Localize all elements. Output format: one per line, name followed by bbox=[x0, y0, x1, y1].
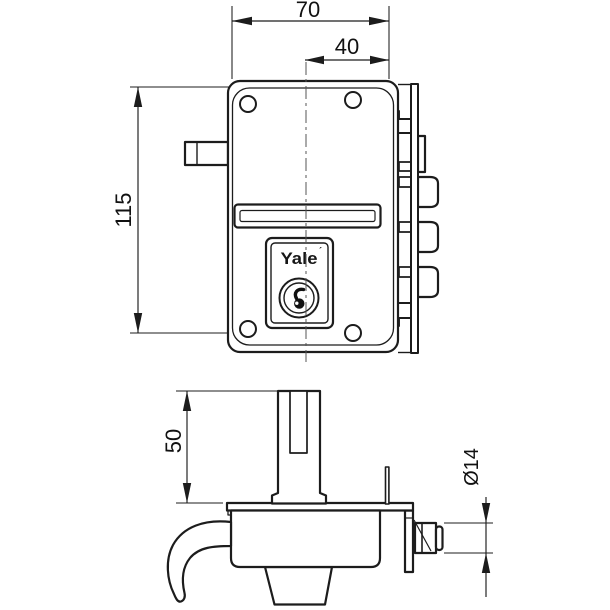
dimension-115: 115 bbox=[111, 86, 229, 334]
deadbolt-3 bbox=[416, 265, 440, 299]
dim-label-50: 50 bbox=[161, 429, 186, 453]
lever-handle bbox=[166, 520, 233, 603]
cylinder-ring-outer bbox=[278, 277, 320, 319]
arrow-down bbox=[481, 503, 491, 523]
brand-mark: ´ bbox=[319, 246, 322, 256]
strike-bracket bbox=[403, 509, 415, 574]
dim-label-40: 40 bbox=[335, 34, 359, 59]
dimension-dia14: Ø14 bbox=[444, 448, 493, 597]
arrow-right bbox=[369, 16, 389, 26]
arrow-top bbox=[182, 391, 192, 411]
screw-hole bbox=[344, 91, 362, 109]
bridge-tab bbox=[398, 176, 412, 188]
dimension-70: 70 bbox=[231, 0, 390, 79]
handle-slot bbox=[233, 203, 382, 229]
side-strip bbox=[410, 83, 419, 354]
case-inner-outline bbox=[231, 87, 395, 346]
screw-hole bbox=[239, 95, 257, 113]
arrow-bottom bbox=[133, 313, 143, 333]
bridge-tab bbox=[398, 266, 412, 278]
cylinder-plate-inner bbox=[270, 242, 329, 324]
screw-hole bbox=[344, 324, 362, 342]
dimension-50: 50 bbox=[161, 390, 277, 504]
deadbolt-2 bbox=[416, 220, 440, 254]
thumbturn bbox=[263, 565, 334, 606]
dim-label-115: 115 bbox=[111, 192, 136, 227]
bridge-tab bbox=[398, 161, 412, 172]
arrow-bottom bbox=[182, 483, 192, 503]
section-diagonal bbox=[413, 519, 432, 552]
front-view: Yale ´ bbox=[183, 62, 440, 362]
latch-bolt-left bbox=[183, 140, 230, 167]
screw-hole bbox=[239, 320, 257, 338]
arrow-left bbox=[305, 55, 324, 65]
arrow-right bbox=[370, 55, 389, 65]
cylinder-ring-inner bbox=[283, 282, 315, 314]
arrow-left bbox=[232, 16, 252, 26]
fixing-rod bbox=[384, 466, 390, 505]
bridge-tab bbox=[398, 221, 412, 233]
handle-slot-inner bbox=[239, 209, 376, 223]
latch-head bbox=[416, 134, 427, 174]
keyhole-icon bbox=[293, 287, 306, 309]
plan-view bbox=[166, 389, 444, 606]
dim-label-70: 70 bbox=[296, 0, 320, 22]
dim-label-dia14: Ø14 bbox=[461, 448, 483, 486]
case-body-plan bbox=[229, 509, 382, 569]
arrow-top bbox=[133, 87, 143, 107]
brand-label: Yale bbox=[281, 250, 318, 268]
arrow-up bbox=[481, 553, 491, 573]
bolt-nose bbox=[434, 525, 444, 552]
deadbolt-1 bbox=[416, 175, 440, 209]
dimension-40: 40 bbox=[305, 34, 389, 65]
stem-slot bbox=[289, 390, 308, 454]
